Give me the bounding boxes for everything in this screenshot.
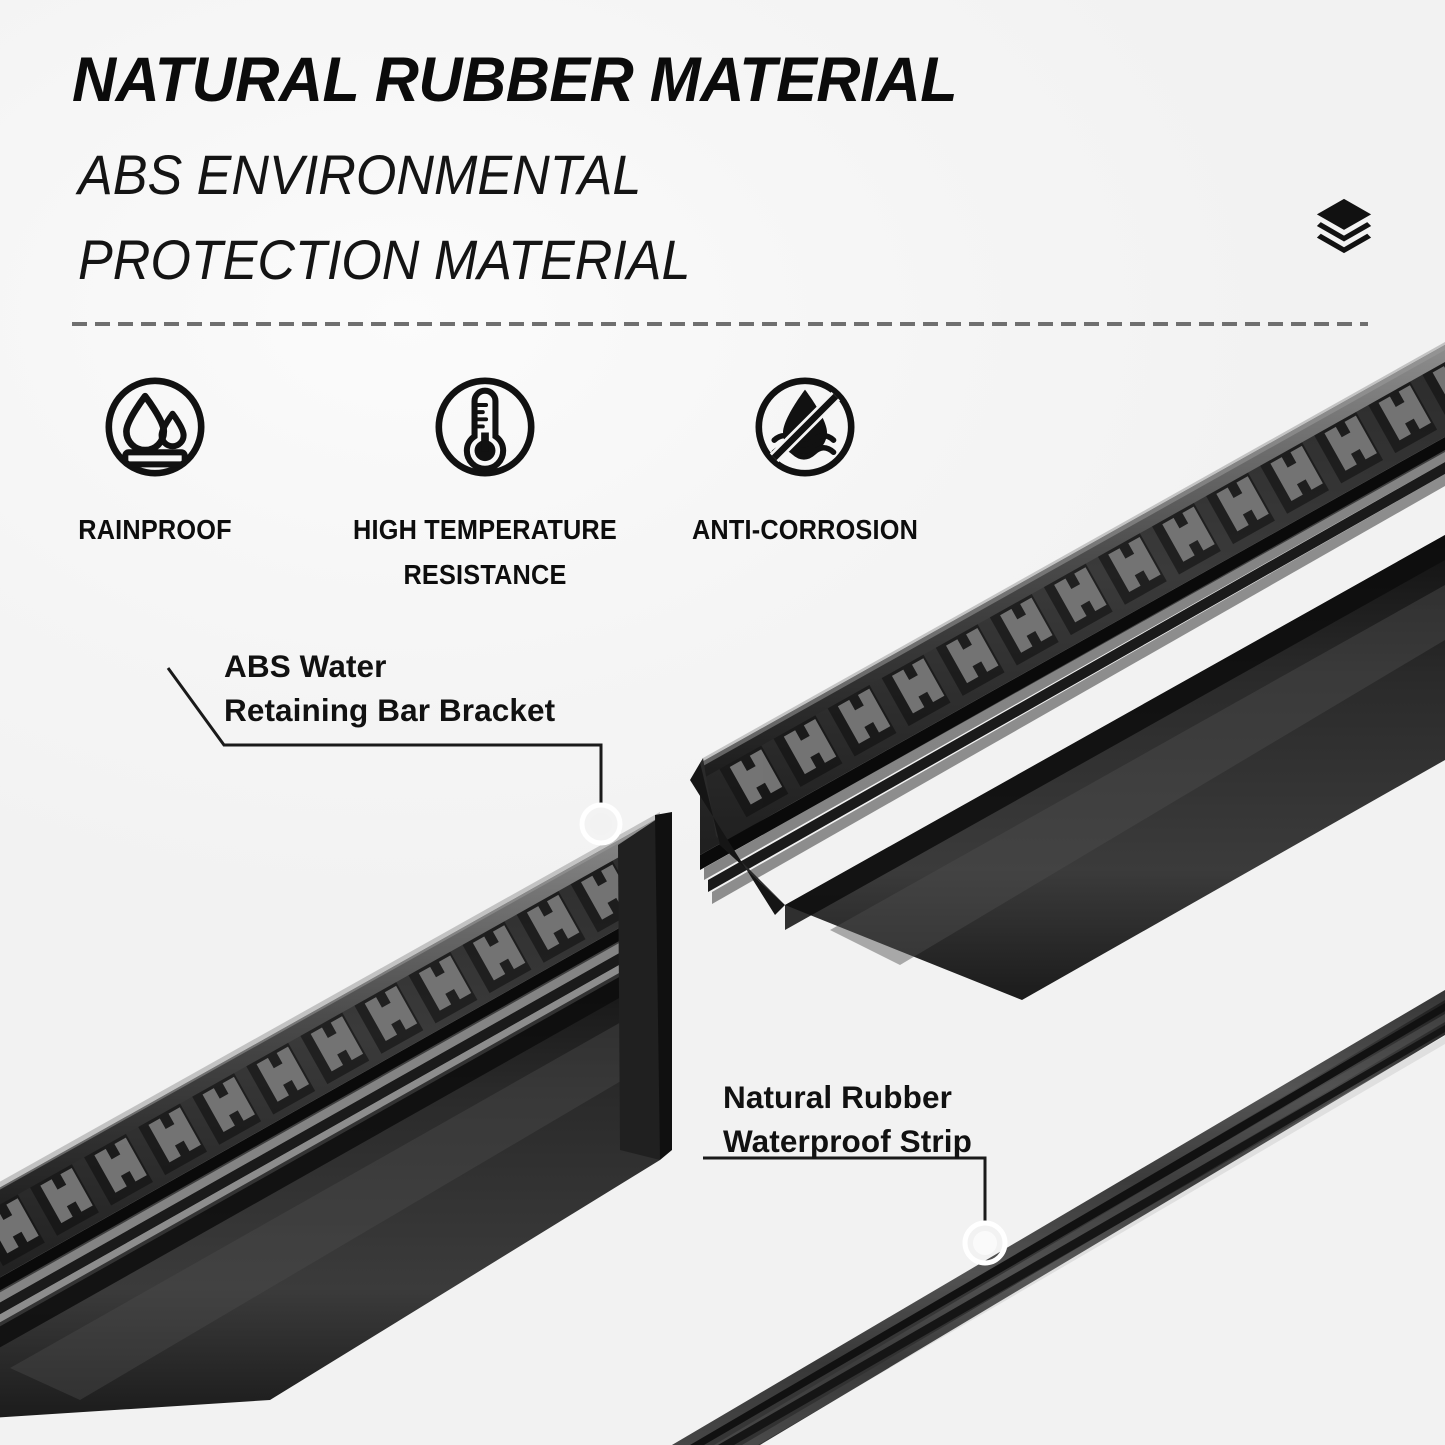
feature-anti-corrosion: ANTI-CORROSION — [660, 372, 950, 553]
callout-label-abs-bracket: ABS Water Retaining Bar Bracket — [224, 648, 556, 729]
feature-high-temperature: HIGH TEMPERATURE RESISTANCE — [325, 372, 645, 597]
section-divider — [72, 322, 1368, 326]
rubber-waterproof-strip — [672, 990, 1445, 1445]
water-drop-on-plank-icon — [105, 377, 205, 477]
callout-marker-upper — [579, 802, 623, 846]
feature-label-anti-corrosion: ANTI-CORROSION — [691, 514, 919, 545]
thermometer-icon — [435, 377, 535, 477]
rail-segment-lower — [0, 812, 672, 1418]
no-water-corrosion-icon — [755, 377, 855, 477]
page-title: NATURAL RUBBER MATERIAL — [72, 45, 958, 115]
feature-badges: RAINPROOF HIGH TEMPERATURE RESISTANCE — [0, 372, 1000, 602]
page-subtitle: ABS ENVIRONMENTAL PROTECTION MATERIAL — [78, 143, 691, 292]
layers-icon — [1316, 198, 1372, 254]
callout-leader-lower — [703, 1156, 987, 1222]
feature-label-high-temperature: HIGH TEMPERATURE RESISTANCE — [353, 514, 617, 590]
feature-rainproof: RAINPROOF — [55, 372, 255, 553]
feature-label-rainproof: RAINPROOF — [78, 514, 232, 545]
callout-label-rubber-strip: Natural Rubber Waterproof Strip — [723, 1079, 972, 1160]
callout-marker-lower — [962, 1220, 1008, 1266]
